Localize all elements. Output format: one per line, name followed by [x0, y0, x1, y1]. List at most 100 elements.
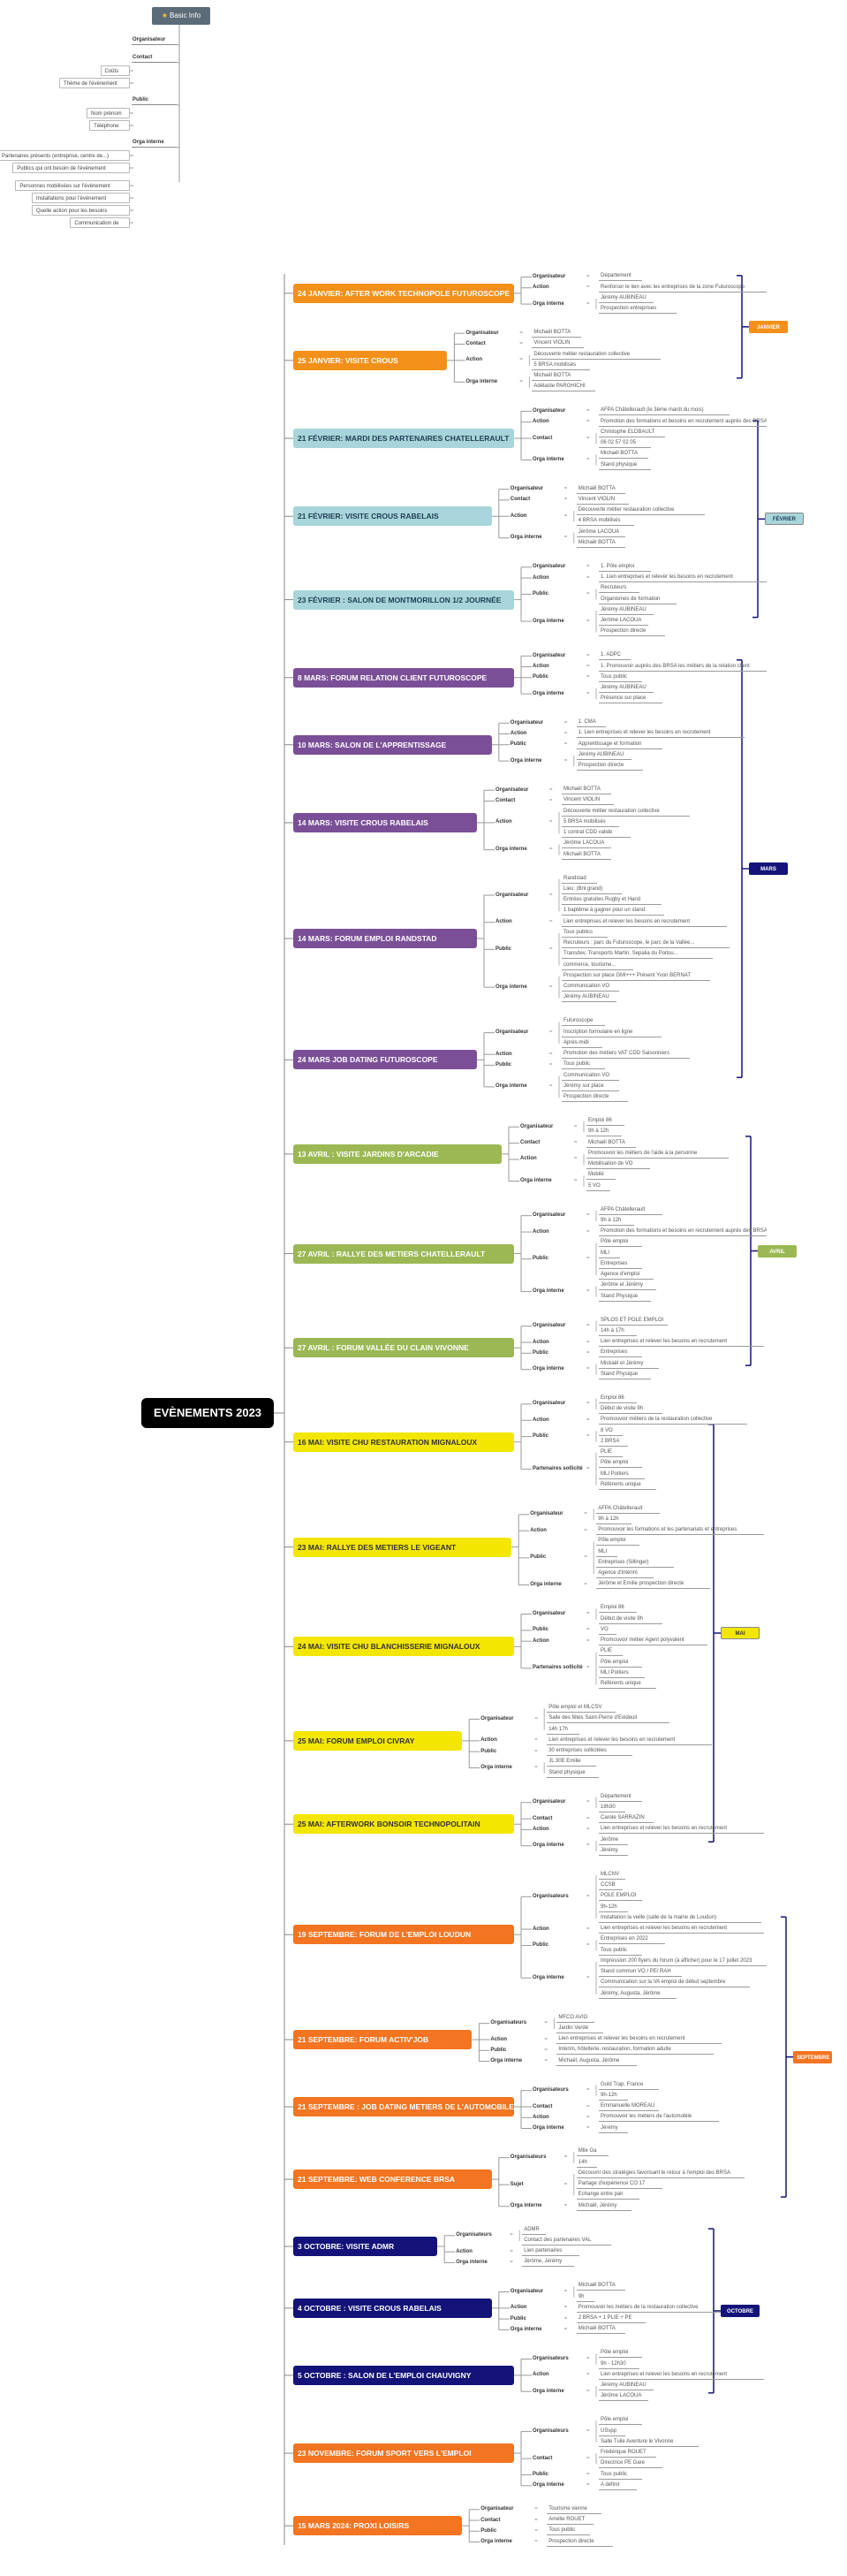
event-detail[interactable]: Transdev, Transports Martin, Sepalia du … [562, 949, 713, 960]
event-category[interactable]: Action [533, 574, 549, 581]
event-category[interactable]: Organisateurs [533, 1893, 569, 1899]
event-category[interactable]: Organisateur [480, 1715, 514, 1721]
event-detail[interactable]: Présence sur place [599, 694, 662, 704]
event-detail[interactable]: Jérôme LACOUA [576, 528, 626, 537]
event-detail[interactable]: AFPA Châtellerault (le 3ème mardi du moi… [599, 406, 730, 416]
event-detail[interactable]: Pôle emploi et MLCSV [547, 1703, 616, 1714]
month-tag[interactable]: JANVIER [749, 320, 788, 333]
event-detail[interactable]: Tous public [599, 672, 643, 682]
event-detail[interactable]: commerce, tourisme... [562, 961, 634, 970]
event-detail[interactable]: Lieu: (Bnl grand) [562, 885, 623, 894]
event-category[interactable]: Orga interne [465, 378, 498, 384]
event-detail[interactable]: Découverte métier restauration collectiv… [562, 807, 691, 817]
event-node[interactable]: 25 JANVIER: VISITE CROUS [293, 350, 448, 370]
event-detail[interactable]: Lien entreprises et relever les besoins … [547, 1736, 712, 1745]
event-category[interactable]: Action [533, 1926, 549, 1932]
event-detail[interactable]: Promouvoir les métiers de la restauratio… [576, 2303, 737, 2313]
event-detail[interactable]: Promouvoir métier Agent polyvalent [599, 1636, 707, 1646]
event-node[interactable]: 21 SEPTEMBRE: FORUM ACTIV'JOB [293, 2030, 473, 2050]
event-category[interactable]: Action [480, 1737, 497, 1744]
event-detail[interactable]: Futuroscope [562, 1016, 606, 1027]
event-detail[interactable]: 9h à 12h [586, 1127, 622, 1137]
event-detail[interactable]: Emmanuelle MOREAU [599, 2101, 660, 2111]
event-detail[interactable]: JL 30E Emilie [547, 1757, 596, 1767]
event-category[interactable]: Organisateurs [533, 2087, 569, 2093]
event-detail[interactable]: Amélie ROUET [547, 2515, 594, 2526]
event-category[interactable]: Organisateur [510, 2289, 544, 2294]
event-detail[interactable]: Carole SARRAZIN [599, 1813, 654, 1824]
basic-info-category[interactable]: Public [132, 95, 178, 105]
event-category[interactable]: Public [495, 1061, 512, 1068]
event-category[interactable]: Organisateur [530, 1511, 563, 1517]
event-detail[interactable]: CCSB [599, 1881, 623, 1891]
event-category[interactable]: Orga interne [495, 1083, 527, 1090]
event-detail[interactable]: 9h à 12h [596, 1515, 631, 1524]
event-detail[interactable]: Emploi 86 [599, 1603, 637, 1614]
event-detail[interactable]: Promotion des métiers VAT CDD Saisonnier… [562, 1049, 691, 1060]
event-category[interactable]: Organisateurs [533, 2355, 569, 2361]
event-detail[interactable]: Mickaël et Jérémy [599, 1359, 660, 1369]
event-detail[interactable]: Stand Physique [599, 1370, 651, 1379]
event-detail[interactable]: AFPA Châtellerault [599, 1205, 662, 1215]
event-detail[interactable]: Michaël BOTTA [586, 1138, 636, 1148]
event-category[interactable]: Orga interne [533, 1288, 564, 1294]
event-detail[interactable]: Tous publics [562, 928, 609, 938]
event-category[interactable]: Contact [480, 2517, 501, 2523]
event-detail[interactable]: Entrées gratuites Rugby et Hand [562, 895, 662, 906]
event-category[interactable]: Public [480, 1748, 497, 1754]
event-detail[interactable]: 4 BRSA mobilisés [576, 516, 634, 527]
event-category[interactable]: Contact [510, 497, 531, 503]
event-detail[interactable]: Pôle emploi [596, 1536, 640, 1546]
event-category[interactable]: Public [533, 1433, 549, 1440]
event-detail[interactable]: Jérémy AUBINEAU [599, 2381, 654, 2391]
event-detail[interactable]: Michaël BOTTA [576, 484, 626, 494]
event-detail[interactable]: ADMR [522, 2225, 546, 2235]
event-detail[interactable]: 9h-12h [599, 2091, 629, 2101]
event-detail[interactable]: Salle des fêtes Saint-Pierre d'Exideuil [547, 1714, 669, 1724]
event-category[interactable]: Action [533, 419, 549, 425]
event-detail[interactable]: Mobilisation de VO [586, 1159, 650, 1170]
month-tag[interactable]: MAI [721, 1626, 760, 1639]
event-detail[interactable]: Michaël, Augusta, Jérôme [556, 2056, 638, 2066]
event-category[interactable]: Orga interne [510, 2203, 542, 2209]
event-detail[interactable]: Début de visite 9h [599, 1404, 662, 1414]
event-detail[interactable]: Jérémy sur place [562, 1082, 620, 1091]
event-category[interactable]: Sujet [510, 2181, 524, 2187]
event-node[interactable]: 21 SEPTEMBRE : JOB DATING METIERS DE L'A… [293, 2097, 514, 2116]
event-category[interactable]: Contact [465, 340, 486, 346]
event-detail[interactable]: 06 02 57 02 05 [599, 438, 651, 449]
event-detail[interactable]: Pôle emploi [599, 2415, 643, 2426]
event-category[interactable]: Action [465, 357, 483, 363]
event-category[interactable]: Action [533, 1228, 549, 1235]
event-detail[interactable]: 1 contrat CDD validé [562, 828, 631, 839]
event-node[interactable]: 27 AVRIL : RALLYE DES METIERS CHATELLERA… [293, 1243, 514, 1264]
basic-info-category[interactable]: Orga interne [132, 138, 178, 148]
event-detail[interactable]: Prospection directe [547, 2537, 613, 2547]
event-node[interactable]: 21 FÉVRIER: MARDI DES PARTENAIRES CHATEL… [293, 429, 514, 449]
event-detail[interactable]: Pôle emploi [599, 2348, 643, 2359]
event-category[interactable]: Action [495, 819, 512, 825]
event-category[interactable]: Orga interne [480, 1765, 512, 1771]
event-category[interactable]: Public [533, 1941, 549, 1948]
event-detail[interactable]: Tous public [562, 1060, 606, 1070]
event-category[interactable]: Public [533, 674, 549, 680]
event-detail[interactable]: Vincent VIOLIN [532, 338, 585, 349]
event-node[interactable]: 25 MAI: FORUM EMPLOI CIVRAY [293, 1730, 463, 1751]
event-detail[interactable]: Promouvoir les métiers de l'aide à la pe… [586, 1149, 730, 1159]
event-detail[interactable]: 1. CMA [576, 718, 606, 728]
month-tag[interactable]: OCTOBRE [721, 2304, 760, 2317]
event-detail[interactable]: Jérôme LACOUA [599, 2391, 648, 2402]
event-detail[interactable]: Partage d'expérience CO 17 [576, 2179, 662, 2190]
basic-info-category[interactable]: Organisateur [132, 35, 178, 45]
event-detail[interactable]: Jérôme et Jérémy [599, 1280, 657, 1291]
event-detail[interactable]: 1. ADPC [599, 650, 631, 661]
event-category[interactable]: Action [490, 2036, 508, 2042]
event-category[interactable]: Orga interne [533, 457, 564, 463]
event-node[interactable]: 21 FÉVRIER: VISITE CROUS RABELAIS [293, 506, 492, 527]
event-node[interactable]: 5 OCTOBRE : SALON DE L'EMPLOI CHAUVIGNY [293, 2365, 514, 2385]
event-category[interactable]: Public [480, 2527, 497, 2534]
event-category[interactable]: Orga interne [533, 1843, 564, 1849]
event-category[interactable]: Organisateur [495, 892, 529, 898]
event-category[interactable]: Organisateur [533, 652, 566, 658]
event-detail[interactable]: Frédérique ROUET [599, 2448, 657, 2458]
